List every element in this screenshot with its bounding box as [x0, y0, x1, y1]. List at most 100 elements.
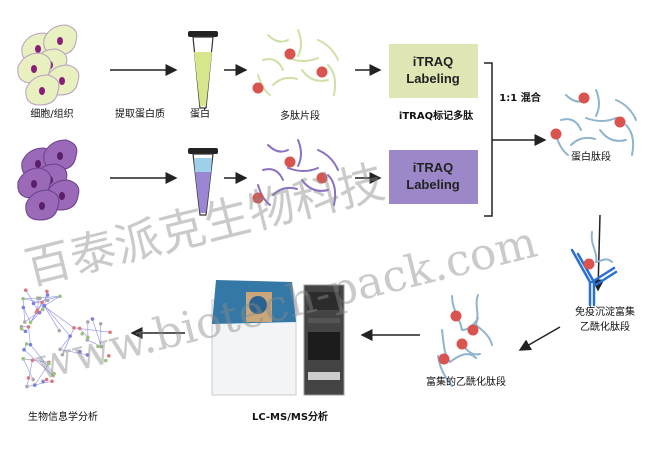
- network-node: [21, 296, 25, 301]
- peptide-chain: [317, 39, 339, 61]
- network-edge: [23, 349, 54, 376]
- network-node: [68, 334, 72, 338]
- label-dot: [316, 172, 328, 184]
- network-node: [40, 300, 44, 305]
- peptide-chain: [287, 167, 319, 172]
- network-node: [85, 353, 90, 357]
- network-edge: [60, 349, 88, 356]
- label-dot: [284, 156, 296, 168]
- network-edge: [37, 298, 40, 311]
- peptide-chain: [262, 58, 284, 71]
- cell-icon: [25, 74, 60, 106]
- network-node: [86, 335, 90, 340]
- network-node: [26, 376, 31, 380]
- label-dot: [284, 48, 296, 60]
- network-edge: [43, 305, 75, 329]
- bioinformatics-network-image: [19, 288, 112, 389]
- peptide-chain: [585, 117, 617, 122]
- network-node: [77, 326, 82, 331]
- peptide-chain: [301, 69, 329, 82]
- network-edge: [26, 380, 53, 387]
- cells-bottom-icon: [17, 139, 80, 221]
- peptides-top-icon: [252, 29, 339, 96]
- network-node: [58, 347, 62, 352]
- peptide-chain: [327, 174, 337, 206]
- network-node: [78, 349, 82, 354]
- peptide-chain: [297, 29, 302, 57]
- network-node: [45, 298, 50, 303]
- network-edge: [26, 360, 33, 387]
- network-node: [25, 384, 29, 389]
- network-node: [24, 342, 29, 346]
- peptide-chain: [272, 76, 298, 86]
- network-node: [103, 358, 108, 363]
- label-dot: [614, 116, 626, 128]
- label-ip-line2: 乙酰化肽段: [580, 320, 630, 333]
- mixed-peptides-icon: [550, 89, 637, 156]
- network-node: [60, 352, 65, 357]
- network-node: [28, 320, 33, 325]
- network-node: [58, 294, 62, 299]
- label-cells: 细胞/组织: [30, 107, 73, 120]
- peptide-chain: [615, 99, 637, 121]
- label-lc-ms: LC-MS/MS分析: [252, 410, 328, 423]
- network-edge: [34, 363, 50, 386]
- network-node: [45, 293, 50, 297]
- network-edge: [28, 326, 31, 345]
- network-edge: [44, 296, 61, 306]
- merge-bracket: [484, 62, 493, 217]
- peptide-chain: [595, 89, 600, 117]
- network-node: [32, 383, 37, 387]
- network-node: [23, 288, 28, 293]
- antibody-icon: [570, 231, 618, 307]
- cells-top-icon: [17, 24, 80, 106]
- network-node: [31, 377, 35, 382]
- peptide-chain: [262, 168, 284, 181]
- network-node: [108, 330, 112, 335]
- enriched-acetyl-peptides-icon: [437, 294, 493, 387]
- network-node: [42, 303, 47, 308]
- network-edge: [23, 307, 31, 323]
- tube-bottom-icon: [188, 148, 218, 216]
- svg-text:Labeling: Labeling: [406, 177, 460, 192]
- network-node: [99, 344, 103, 348]
- network-node: [45, 289, 49, 294]
- network-node: [34, 310, 39, 315]
- label-protein-peptides: 蛋白肽段: [571, 150, 611, 163]
- peptide-chain: [267, 144, 289, 153]
- network-node: [86, 320, 90, 324]
- label-mix: 1:1 混合: [499, 91, 541, 104]
- svg-text:Labeling: Labeling: [406, 71, 460, 86]
- network-node: [57, 328, 62, 333]
- network-node: [96, 344, 100, 349]
- network-node: [98, 322, 103, 326]
- network-node: [37, 310, 42, 315]
- peptides-bottom-icon: [252, 139, 339, 206]
- peptide-chain: [297, 139, 302, 167]
- network-node: [44, 377, 49, 382]
- peptide-chain: [570, 136, 596, 146]
- network-edge: [30, 344, 55, 374]
- network-node: [80, 331, 85, 336]
- network-edge: [22, 298, 26, 323]
- peptide-chain: [599, 129, 627, 142]
- label-dot: [550, 128, 562, 140]
- label-bioinformatics: 生物信息学分析: [28, 410, 98, 423]
- peptide-chain: [560, 118, 582, 131]
- network-node: [28, 342, 33, 347]
- network-node: [36, 296, 41, 301]
- itraq-labeling-box-bottom: iTRAQ Labeling: [389, 150, 478, 204]
- peptide-chain: [317, 149, 339, 171]
- cell-icon: [25, 189, 60, 221]
- label-protein: 蛋白: [190, 107, 210, 120]
- peptide-chain: [327, 64, 337, 96]
- network-node: [41, 379, 45, 384]
- peptide-chain: [272, 186, 298, 196]
- network-node: [50, 379, 54, 384]
- network-node: [30, 358, 35, 363]
- peptide-chain: [625, 124, 635, 156]
- network-node: [52, 371, 56, 376]
- network-edge: [59, 335, 71, 350]
